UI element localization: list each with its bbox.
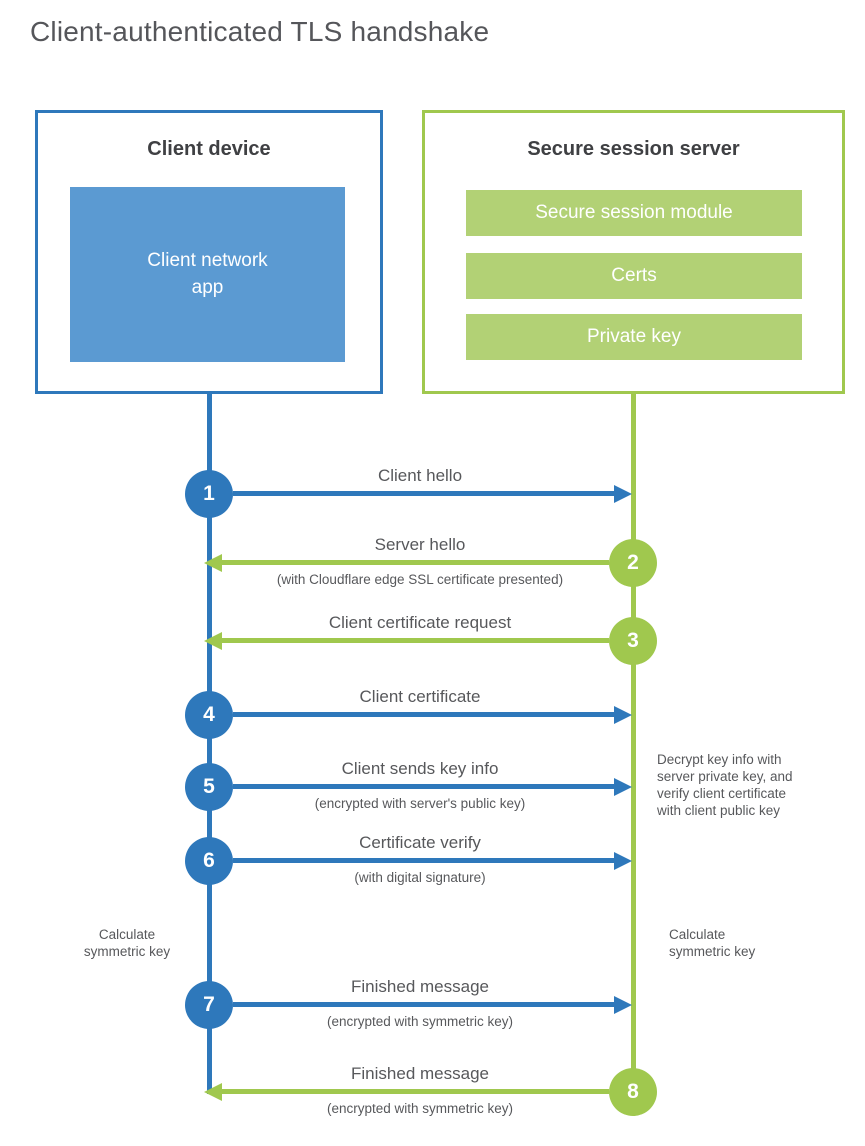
arrow-shaft-left bbox=[222, 560, 609, 565]
message-label: Client certificate bbox=[359, 687, 481, 706]
step-number-badge: 1 bbox=[185, 470, 233, 518]
message-label: Finished message bbox=[351, 1064, 489, 1083]
arrow-head-right bbox=[614, 485, 632, 503]
secure-session-server-box: Secure session server Secure session mod… bbox=[422, 110, 845, 394]
client-device-box: Client device Client network app bbox=[35, 110, 383, 394]
message-label: Client certificate request bbox=[328, 613, 512, 632]
client-network-app-module: Client network app bbox=[70, 187, 345, 362]
server-module-secure-session: Secure session module bbox=[466, 190, 802, 236]
arrow-head-right bbox=[614, 852, 632, 870]
message-sublabel: (encrypted with symmetric key) bbox=[326, 1014, 514, 1029]
arrow-head-right bbox=[614, 706, 632, 724]
arrow-head-left bbox=[204, 1083, 222, 1101]
arrow-head-left bbox=[204, 554, 222, 572]
step-number-badge: 5 bbox=[185, 763, 233, 811]
message-label: Client sends key info bbox=[341, 759, 499, 778]
arrow-shaft-left bbox=[222, 1089, 609, 1094]
arrow-head-right bbox=[614, 778, 632, 796]
step-number-badge: 6 bbox=[185, 837, 233, 885]
arrow-shaft-left bbox=[222, 638, 609, 643]
secure-session-server-title: Secure session server bbox=[527, 138, 740, 160]
server-module-certs: Certs bbox=[466, 253, 802, 299]
page-title: Client-authenticated TLS handshake bbox=[30, 16, 490, 47]
message-label: Certificate verify bbox=[359, 833, 481, 852]
client-lifeline bbox=[207, 394, 212, 1094]
message-sublabel: (encrypted with symmetric key) bbox=[326, 1101, 514, 1116]
message-sublabel: (encrypted with server's public key) bbox=[314, 796, 526, 811]
step-number-badge: 3 bbox=[609, 617, 657, 665]
message-label: Server hello bbox=[374, 535, 466, 554]
server-module-private-key: Private key bbox=[466, 314, 802, 360]
step-number-badge: 7 bbox=[185, 981, 233, 1029]
message-label: Finished message bbox=[351, 977, 489, 996]
step-number-badge: 2 bbox=[609, 539, 657, 587]
arrow-shaft-right bbox=[233, 491, 614, 496]
step-number-badge: 8 bbox=[609, 1068, 657, 1116]
arrow-shaft-right bbox=[233, 712, 614, 717]
message-label: Client hello bbox=[377, 466, 463, 485]
calculate-symmetric-key-note-server: Calculate symmetric key bbox=[669, 927, 756, 960]
decrypt-key-note: Decrypt key info with server private key… bbox=[657, 752, 793, 819]
message-sublabel: (with digital signature) bbox=[354, 870, 486, 885]
server-lifeline bbox=[631, 394, 636, 1094]
arrow-head-left bbox=[204, 632, 222, 650]
message-sublabel: (with Cloudflare edge SSL certificate pr… bbox=[276, 572, 564, 587]
arrow-shaft-right bbox=[233, 858, 614, 863]
arrow-head-right bbox=[614, 996, 632, 1014]
arrow-shaft-right bbox=[233, 1002, 614, 1007]
client-device-title: Client device bbox=[147, 138, 271, 160]
arrow-shaft-right bbox=[233, 784, 614, 789]
step-number-badge: 4 bbox=[185, 691, 233, 739]
calculate-symmetric-key-note-client: Calculate symmetric key bbox=[83, 927, 171, 960]
